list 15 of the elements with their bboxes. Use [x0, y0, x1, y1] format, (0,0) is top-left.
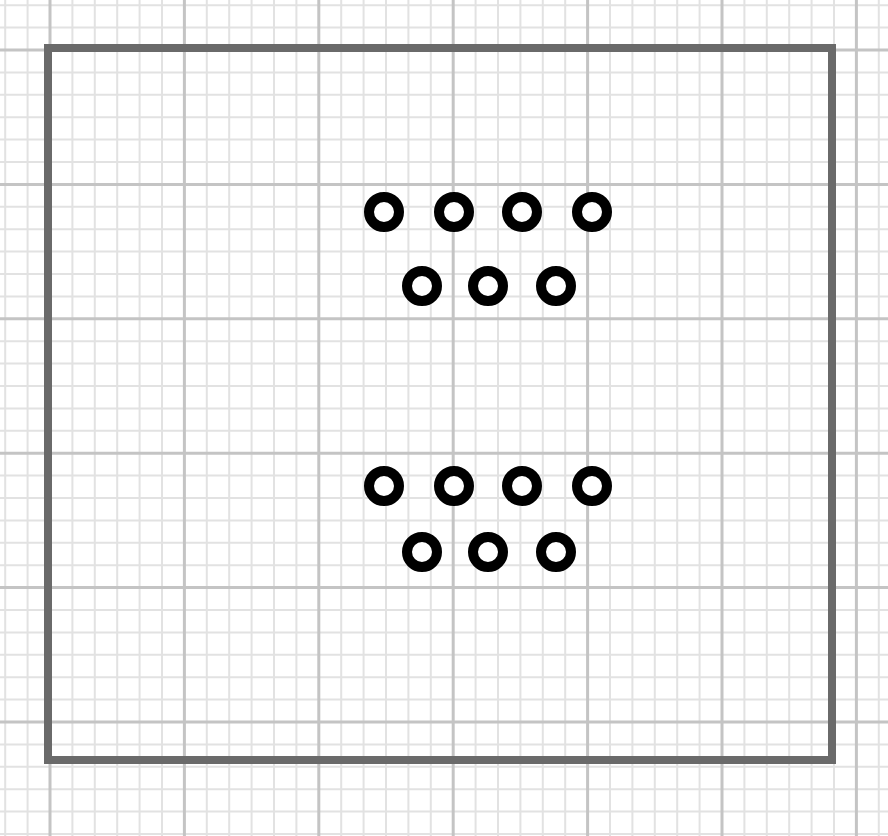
ring-circle [434, 192, 474, 232]
ring-circle [536, 532, 576, 572]
ring-circle [536, 266, 576, 306]
ring-circle [502, 466, 542, 506]
ring-circle [434, 466, 474, 506]
ring-circle [572, 192, 612, 232]
ring-circle [364, 466, 404, 506]
ring-circle [502, 192, 542, 232]
ring-circle [572, 466, 612, 506]
ring-circle [402, 266, 442, 306]
ring-circle [364, 192, 404, 232]
ring-circle [402, 532, 442, 572]
ring-circle [468, 532, 508, 572]
square-frame [44, 44, 836, 764]
ring-circle [468, 266, 508, 306]
